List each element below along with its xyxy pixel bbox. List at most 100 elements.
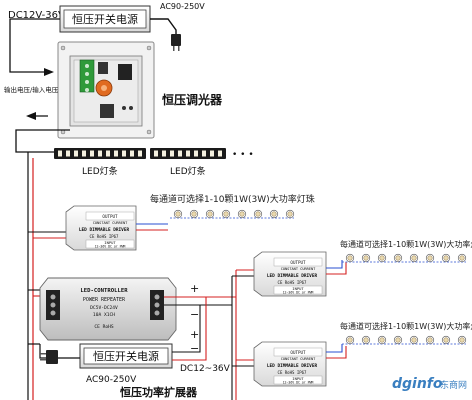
polarity-plus-bottom: +	[190, 328, 199, 341]
led-chip	[122, 150, 126, 157]
bus-wires	[27, 152, 66, 400]
lamp-bead-icon	[409, 335, 419, 345]
lamp-bead-icon	[361, 335, 371, 345]
driver-1-input-spec: 12~36V DC or PWM	[95, 245, 126, 249]
arrow-out-icon	[26, 112, 36, 120]
repeater-spec-2: 10A X1CH	[93, 312, 115, 318]
top-power-label: 恒压开关电源	[72, 12, 138, 26]
repeater-spec-1: DC5V-DC24V	[90, 305, 118, 311]
bottom-power-label: 恒压开关电源	[93, 349, 159, 363]
led-chip	[106, 150, 110, 157]
ic-chip-icon	[118, 64, 132, 80]
driver-2-input-spec: 12~36V DC or PWM	[283, 291, 314, 295]
led-chip	[178, 150, 182, 157]
lamp-bead-icon	[237, 209, 247, 219]
driver-1-constant: CONSTANT CURRENT	[93, 221, 128, 225]
led-strip-ellipsis: • • •	[232, 150, 254, 160]
lamp-bead-chain-1	[170, 209, 295, 219]
led-chip	[194, 150, 198, 157]
led-strip-left-label: LED灯条	[82, 165, 118, 177]
lamp-bead-icon	[457, 335, 467, 345]
bottom-ac-label: AC90-250V	[86, 375, 137, 385]
led-chip	[82, 150, 86, 157]
led-chip	[90, 150, 94, 157]
channel-caption-1: 每通道可选择1-10颗1W(3W)大功率灯珠	[150, 193, 315, 205]
driver-1-title: LED DIMMABLE DRIVER	[79, 227, 130, 233]
lamp-bead-icon	[189, 209, 199, 219]
led-chip	[202, 150, 206, 157]
polarity-minus-bottom: −	[190, 342, 199, 355]
watermark: dginfo 东商网	[392, 376, 467, 392]
bottom-dc-label: DC12~36V	[180, 364, 231, 374]
driver-3-cert: CE RoHS IP67	[278, 370, 307, 375]
lamp-bead-icon	[457, 253, 467, 263]
driver-3-title: LED DIMMABLE DRIVER	[267, 363, 318, 369]
led-strip-right-label: LED灯条	[170, 165, 206, 177]
lamp-bead-icon	[393, 335, 403, 345]
lamp-bead-icon	[345, 335, 355, 345]
driver-1-cert: CE RoHS IP67	[90, 234, 119, 239]
lamp-bead-icon	[205, 209, 215, 219]
lamp-bead-icon	[441, 335, 451, 345]
repeater-subtitle: POWER REPEATER	[83, 297, 126, 303]
lamp-bead-icon	[173, 209, 183, 219]
driver-3-constant: CONSTANT CURRENT	[281, 357, 316, 361]
top-ac-cord	[150, 18, 177, 36]
lamp-bead-icon	[377, 253, 387, 263]
top-power-supply: DC12V-36V 恒压开关电源 AC90-250V	[8, 2, 205, 76]
lamp-bead-chain-3	[342, 335, 467, 345]
chip-icon	[98, 62, 108, 74]
lamp-bead-icon	[409, 253, 419, 263]
driver-2-constant: CONSTANT CURRENT	[281, 267, 316, 271]
dimmer-knob-icon	[95, 79, 113, 97]
lamp-bead-icon	[345, 253, 355, 263]
led-chips	[58, 150, 222, 157]
repeater-title: LED-CONTROLLER	[80, 288, 128, 294]
driver-3-input: INPUT	[292, 376, 304, 381]
lamp-bead-icon	[285, 209, 295, 219]
led-chip	[218, 150, 222, 157]
led-chip	[210, 150, 214, 157]
lamp-bead-icon	[425, 253, 435, 263]
lamp-bead-icon	[441, 253, 451, 263]
driver-2-output: OUTPUT	[290, 260, 306, 265]
driver-3-input-spec: 12~36V DC or PWM	[283, 381, 314, 385]
watermark-brand: dginfo	[392, 376, 443, 392]
top-input-voltage: DC12V-36V	[8, 10, 65, 21]
driver-3-output: OUTPUT	[290, 350, 306, 355]
channel-caption-2: 每通道可选择1-10颗1W(3W)大功率灯珠	[340, 239, 472, 249]
polarity-plus-top: +	[190, 282, 199, 295]
led-chip	[170, 150, 174, 157]
top-dc-cable	[9, 18, 60, 73]
lamp-bead-icon	[393, 253, 403, 263]
repeater-output-wires: + − + −	[164, 269, 254, 400]
driver-3: OUTPUT CONSTANT CURRENT LED DIMMABLE DRI…	[253, 341, 347, 387]
dimmer-output-cable	[15, 129, 70, 153]
lamp-bead-chain-2	[342, 253, 467, 263]
lamp-bead-icon	[377, 335, 387, 345]
repeater-name: 恒压功率扩展器	[120, 385, 198, 399]
led-chip	[58, 150, 62, 157]
lamp-bead-icon	[221, 209, 231, 219]
led-chip	[74, 150, 78, 157]
led-chip	[66, 150, 70, 157]
led-chip	[162, 150, 166, 157]
dimmer-panel: 恒压调光器 输出电压/输入电压	[4, 41, 223, 153]
bottom-power-supply: 恒压开关电源 AC90-250V DC12~36V	[28, 297, 231, 385]
terminal-block-icon	[79, 59, 95, 93]
top-ac-plug-icon	[171, 34, 181, 51]
led-strip-row: • • • LED灯条 LED灯条	[54, 148, 254, 177]
driver-2: OUTPUT CONSTANT CURRENT LED DIMMABLE DRI…	[253, 251, 347, 297]
driver-2-title: LED DIMMABLE DRIVER	[267, 273, 318, 279]
led-chip	[186, 150, 190, 157]
driver-2-cert: CE RoHS IP67	[278, 280, 307, 285]
led-chip	[98, 150, 102, 157]
lamp-bead-icon	[269, 209, 279, 219]
arrow-in-icon	[44, 68, 54, 76]
dimmer-name: 恒压调光器	[162, 92, 223, 107]
watermark-cn: 东商网	[440, 379, 467, 391]
led-chip	[154, 150, 158, 157]
led-chip	[138, 150, 142, 157]
repeater-cert: CE RoHS	[94, 324, 114, 330]
